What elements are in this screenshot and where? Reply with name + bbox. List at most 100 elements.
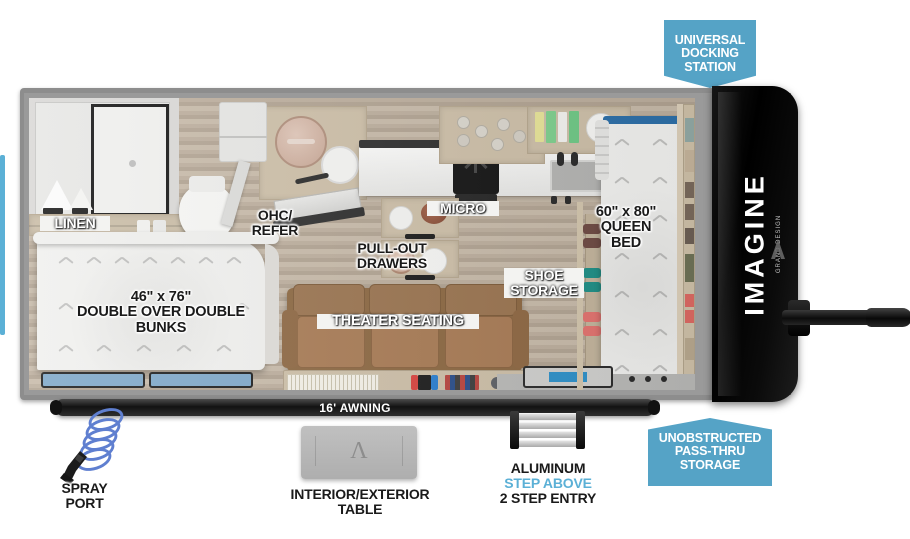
refer-door-split [219, 136, 267, 138]
badge-unobstructed-pass-thru-storage[interactable]: UNOBSTRUCTED PASS-THRU STORAGE [648, 418, 772, 486]
step-tread [519, 422, 576, 429]
label-pull-out-drawers-line: DRAWERS [356, 254, 428, 271]
shoe-pair-teal [583, 282, 601, 292]
awning-label: 16' AWNING [319, 401, 391, 415]
step-tread [519, 413, 576, 420]
shoe-pair-pink [583, 326, 601, 336]
aluminum-step-label: ALUMINUM STEP ABOVE 2 STEP ENTRY [487, 461, 609, 505]
theater-backrest [369, 284, 441, 316]
cooktop-grate [474, 143, 477, 173]
step-stringer [576, 411, 585, 449]
step-stringer [510, 411, 519, 449]
vanity-cups [153, 220, 166, 234]
label-shoe-storage-line: STORAGE [510, 281, 578, 298]
label-shoe-storage-line: SHOE [524, 267, 564, 283]
glass [497, 118, 510, 131]
label-queen-bed-line: 60" x 80" [595, 204, 657, 220]
table-seam [402, 436, 403, 466]
theater-armrest [513, 310, 529, 368]
toilet-tank [189, 176, 225, 192]
cooktop-grate [464, 145, 488, 170]
front-cap: IMAGINE GRAND DESIGN [712, 86, 798, 402]
overhead-cabinet-pantry [527, 106, 631, 154]
badge-line: UNIVERSAL [674, 32, 746, 47]
label-queen-bed-line: QUEEN [600, 219, 652, 236]
pot-large [275, 116, 327, 168]
bunk-storage-drawer [41, 372, 145, 388]
left-edge-accent [0, 155, 5, 335]
shower-door [91, 104, 169, 216]
entry-mat [523, 366, 613, 388]
folded-clothes-olive [685, 254, 694, 282]
faucet [571, 152, 578, 166]
spray-nozzle-icon [60, 451, 87, 485]
trailer-body: IMAGINE GRAND DESIGN [20, 86, 910, 402]
pan-small [321, 146, 359, 184]
label-ohc-refer-line: REFER [251, 221, 299, 238]
coupler [866, 308, 910, 327]
label-queen-bed-line: BED [610, 234, 641, 251]
label-bunks: 46" x 76" DOUBLE OVER DOUBLE BUNKS [63, 289, 259, 336]
shower-door-handle [129, 160, 136, 167]
bunk-storage-drawer [149, 372, 253, 388]
aluminum-step-line1: ALUMINUM [510, 460, 586, 476]
glass [491, 138, 504, 151]
cooktop [453, 148, 499, 194]
badge-line: UNOBSTRUCTED [658, 430, 762, 445]
towel-base [43, 208, 63, 214]
cap-highlight [718, 92, 742, 396]
game-console-body [418, 375, 431, 390]
label-pull-out-drawers: PULL-OUT DRAWERS [335, 241, 449, 271]
label-linen: LINEN [40, 216, 110, 231]
kitchen-sink [550, 160, 610, 192]
toilet [179, 184, 235, 242]
game-box-art [445, 375, 479, 390]
counter-backsplash [359, 140, 623, 148]
badge-line: DOCKING [681, 46, 739, 61]
floor-dot [661, 376, 667, 382]
badge-universal-docking-station[interactable]: UNIVERSAL DOCKING STATION [664, 20, 756, 88]
pot-handle [287, 139, 315, 144]
badge-line: STORAGE [679, 457, 741, 472]
sink-drain-knob [551, 196, 557, 204]
shoe-shelf-item [685, 204, 694, 220]
towel-base [72, 208, 88, 214]
vanity-cups [137, 220, 150, 234]
folded-clothes-red [685, 294, 694, 307]
bed-pillows [595, 120, 609, 180]
label-bunks-line: 46" x 76" [130, 289, 192, 305]
interior-exterior-table-label: INTERIOR/EXTERIOR TABLE [290, 486, 430, 517]
grand-design-logo-icon [771, 239, 785, 259]
pantry-plate [586, 113, 616, 143]
pantry-item-green [569, 111, 579, 143]
entry-mat-accent [549, 372, 587, 382]
bed-headboard-accent [603, 116, 681, 124]
floor-dot [629, 376, 635, 382]
cooktop-grate [464, 145, 488, 170]
shower-pan [35, 102, 170, 222]
label-queen-bed: 60" x 80" QUEEN BED [582, 204, 670, 251]
book-row [287, 374, 379, 390]
floor-dot [645, 376, 651, 382]
sink-drain-knob [565, 196, 571, 204]
pan-handle [294, 172, 330, 185]
wardrobe-divider [677, 104, 683, 390]
wardrobe-closet [683, 104, 695, 390]
folded-clothes-teal [685, 118, 694, 142]
label-ohc-refer: OHC/ REFER [243, 208, 307, 238]
glass [475, 125, 488, 138]
badge-line: PASS-THRU [674, 444, 746, 459]
a-frame-bar [782, 310, 878, 325]
shoe-shelf-item [685, 182, 694, 198]
pantry-item-green [546, 111, 556, 143]
badge-line: STATION [684, 59, 736, 74]
aluminum-entry-steps [510, 411, 585, 449]
entry-landing [497, 374, 695, 390]
folded-clothes-tan [685, 150, 694, 172]
label-ohc-refer-line: OHC/ [257, 207, 293, 223]
glass [457, 116, 470, 129]
game-console-red [411, 375, 418, 390]
kitchen-counter [359, 144, 623, 196]
media-shelf [283, 370, 533, 390]
